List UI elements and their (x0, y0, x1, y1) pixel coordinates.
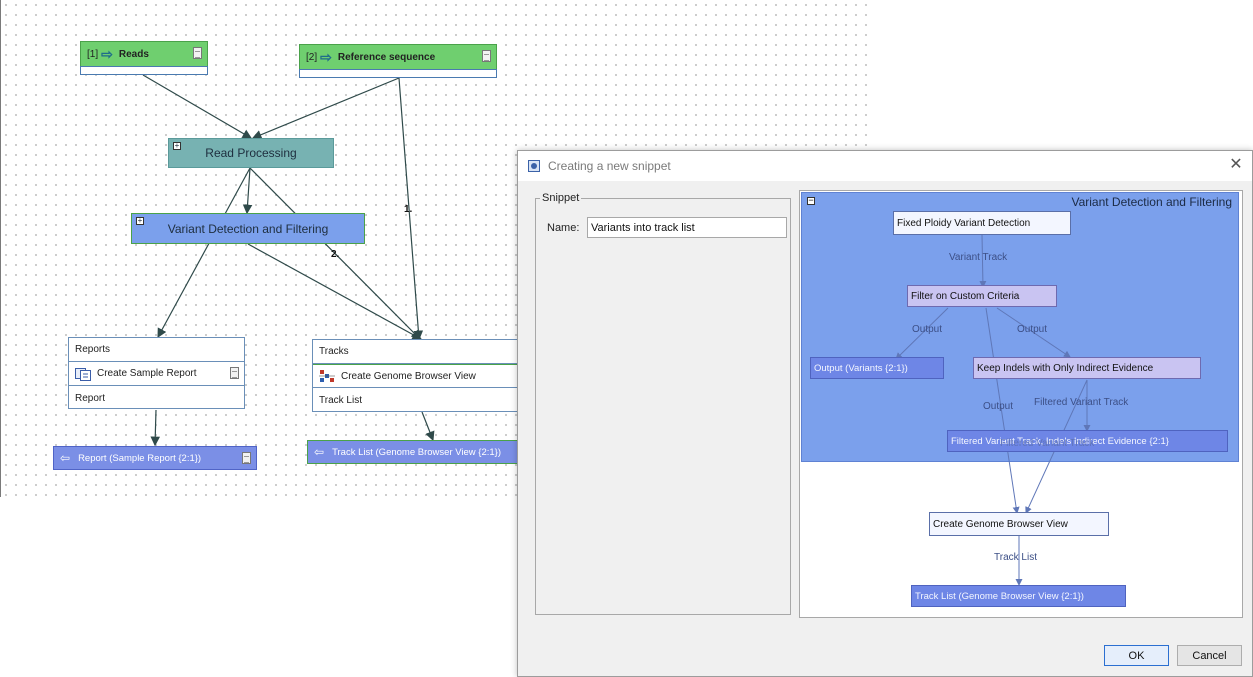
read-processing-label: Read Processing (205, 146, 297, 160)
variant-detection-group: − Variant Detection and Filtering (801, 192, 1239, 462)
create-sample-report-label: Create Sample Report (97, 368, 197, 379)
snippet-group: Snippet Name: (535, 192, 791, 615)
ok-button[interactable]: OK (1104, 645, 1169, 666)
input-port (80, 66, 208, 75)
read-processing-node[interactable]: + Read Processing (168, 138, 334, 168)
input-reads-node[interactable]: [1] ⇨ Reads (80, 41, 208, 75)
report-output-port: Report (69, 386, 244, 410)
track-list-output-label: Track List (Genome Browser View {2:1}) (915, 590, 1084, 602)
report-output-label: Report (Sample Report {2:1}) (78, 452, 202, 464)
genome-browser-node[interactable]: Create Genome Browser View (929, 512, 1109, 536)
edge-order-label: 1. (404, 204, 413, 215)
filter-custom-label: Filter on Custom Criteria (911, 290, 1020, 302)
input-port (299, 69, 497, 78)
reports-tool-node[interactable]: Reports Create Sample Report Report (68, 337, 245, 409)
create-snippet-dialog: Creating a new snippet ✕ Snippet Name: −… (517, 150, 1253, 677)
track-list-output-label: Track List (Genome Browser View {2:1}) (332, 446, 502, 458)
create-genome-browser-row[interactable]: Create Genome Browser View (313, 364, 526, 388)
close-icon[interactable]: ✕ (1229, 156, 1243, 173)
output-arrow-icon: ⇦ (60, 451, 71, 465)
edge-label: Output (912, 324, 943, 335)
dialog-titlebar[interactable]: Creating a new snippet ✕ (518, 151, 1252, 181)
snippet-name-input[interactable] (587, 217, 787, 238)
expand-icon[interactable]: + (173, 141, 181, 150)
collapse-icon[interactable]: − (807, 195, 815, 205)
input-reference-label: Reference sequence (337, 51, 436, 63)
document-icon (242, 452, 251, 464)
output-variants-label: Output (Variants {2:1}) (814, 362, 908, 374)
expand-icon[interactable]: + (136, 216, 144, 225)
filtered-output-label: Filtered Variant Track, Indels Indirect … (951, 435, 1169, 447)
tracks-header: Tracks (313, 340, 526, 364)
edge-label: Track List (994, 552, 1037, 563)
snippet-group-label: Snippet (540, 192, 582, 204)
input-reads-label: Reads (118, 48, 149, 60)
variant-detection-node[interactable]: + Variant Detection and Filtering (131, 213, 365, 244)
edge-label: Output (1017, 324, 1048, 335)
input-reference-node[interactable]: [2] ⇨ Reference sequence (299, 44, 497, 78)
variant-detection-label: Variant Detection and Filtering (167, 221, 329, 236)
track-list-output-node[interactable]: Track List (Genome Browser View {2:1}) (911, 585, 1126, 607)
dialog-title: Creating a new snippet (548, 159, 671, 173)
edge-order-label: 2. (331, 249, 340, 260)
group-title: Variant Detection and Filtering (1071, 195, 1232, 209)
edge-label: Variant Track (949, 252, 1008, 263)
keep-indels-label: Keep Indels with Only Indirect Evidence (977, 362, 1154, 374)
genome-browser-label: Create Genome Browser View (933, 518, 1068, 530)
filter-custom-node[interactable]: Filter on Custom Criteria (907, 285, 1057, 307)
sample-report-icon (75, 367, 91, 381)
cancel-button[interactable]: Cancel (1177, 645, 1242, 666)
input-arrow-icon: ⇨ (101, 45, 113, 62)
name-label: Name: (547, 222, 580, 234)
report-port-label: Report (75, 392, 106, 404)
keep-indels-node[interactable]: Keep Indels with Only Indirect Evidence (973, 357, 1201, 379)
input-index: [1] (87, 48, 99, 60)
filtered-output-node[interactable]: Filtered Variant Track, Indels Indirect … (947, 430, 1228, 452)
overlapping-edge-label: Filtered Variant Track (1000, 438, 1095, 449)
input-index: [2] (306, 51, 318, 63)
snippet-preview: − Variant Detection and Filtering (799, 190, 1243, 618)
tracks-tool-node[interactable]: Tracks Create Genome Browser View Track … (312, 339, 526, 412)
document-icon (193, 47, 202, 59)
fixed-ploidy-label: Fixed Ploidy Variant Detection (897, 217, 1031, 229)
track-list-port-label: Track List (319, 394, 362, 406)
document-icon (230, 367, 239, 379)
output-variants-node[interactable]: Output (Variants {2:1}) (810, 357, 944, 379)
genome-browser-icon (319, 369, 335, 383)
track-list-output-port: Track List (313, 388, 526, 412)
input-arrow-icon: ⇨ (320, 48, 332, 65)
fixed-ploidy-node[interactable]: Fixed Ploidy Variant Detection (893, 211, 1071, 235)
workflow-connections (142, 74, 435, 447)
report-output-node[interactable]: ⇦ Report (Sample Report {2:1}) (53, 446, 257, 470)
reports-header-label: Reports (75, 344, 111, 355)
edge-label: Output (983, 401, 1014, 412)
edge-label: Filtered Variant Track (1034, 397, 1129, 408)
document-icon (482, 50, 491, 62)
create-sample-report-row[interactable]: Create Sample Report (69, 362, 244, 386)
output-arrow-icon: ⇦ (314, 445, 325, 459)
reports-header: Reports (69, 338, 244, 362)
app-icon (528, 160, 540, 172)
track-list-output-node[interactable]: ⇦ Track List (Genome Browser View {2:1}) (307, 440, 521, 464)
create-genome-browser-label: Create Genome Browser View (341, 370, 476, 382)
tracks-header-label: Tracks (319, 346, 349, 357)
